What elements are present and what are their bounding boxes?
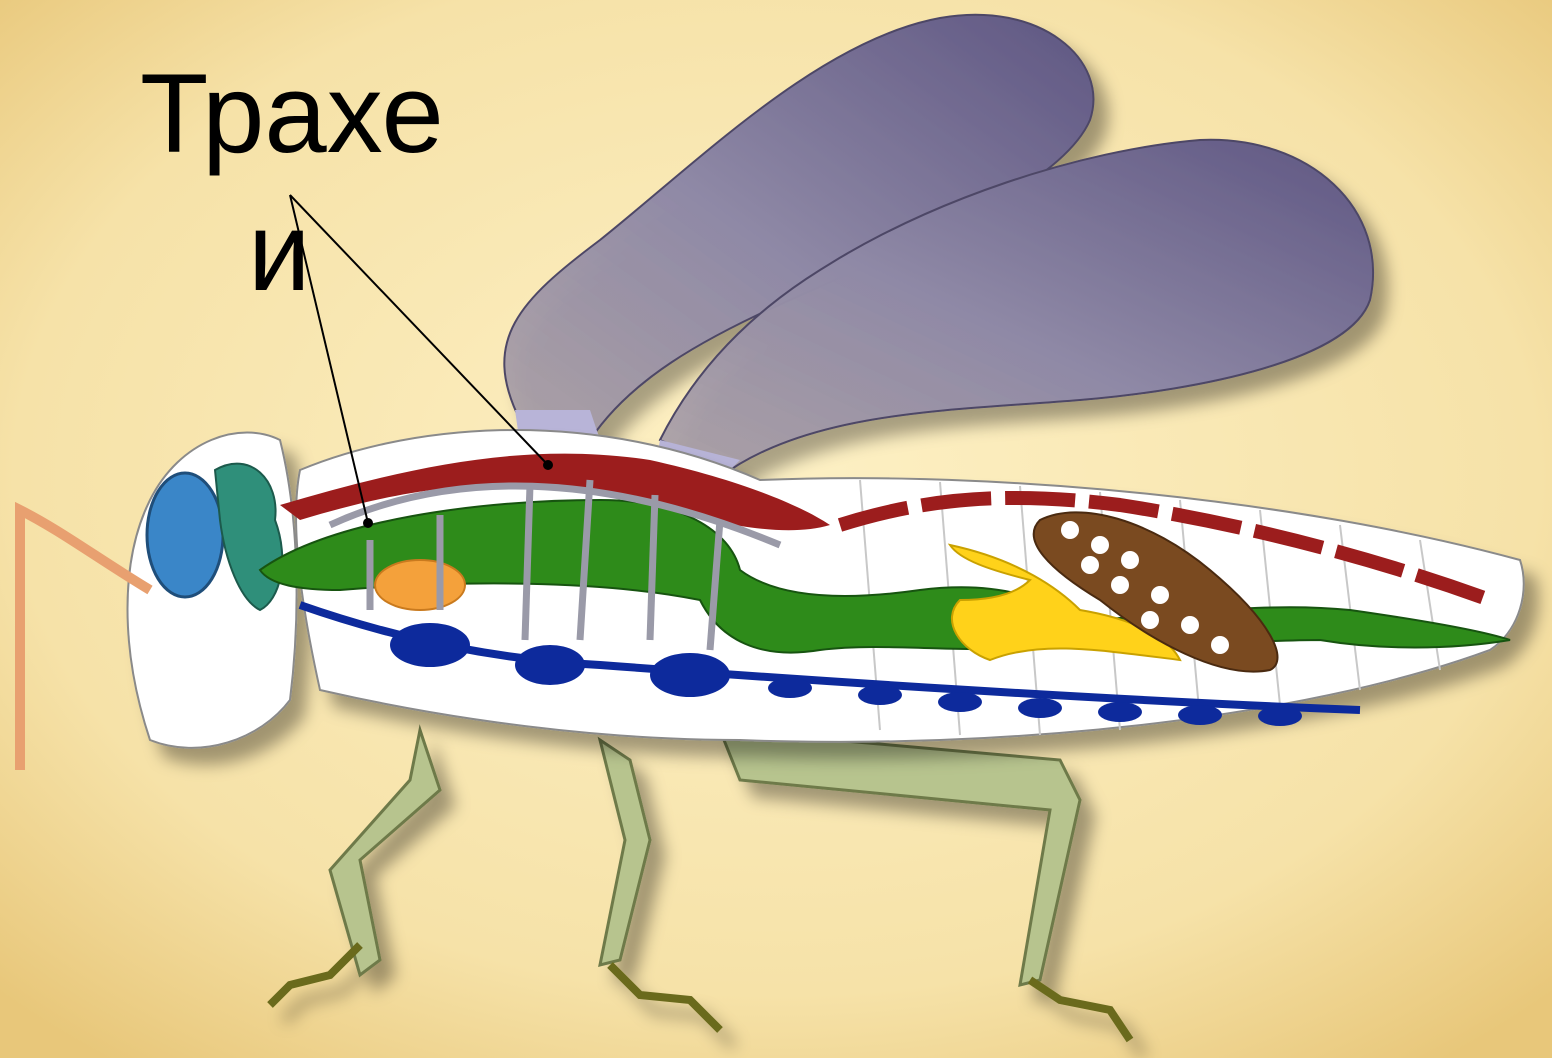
compound-eye [147,473,223,597]
pointer-dot-1 [363,518,373,528]
salivary-gland [375,560,465,610]
trachea-branch-3 [525,485,530,640]
trachea-branch-5 [650,495,655,640]
pointer-dot-2 [543,460,553,470]
tracheae-label-line-2: и [248,196,311,308]
tracheae-label-line-1: Трахе [140,58,444,170]
